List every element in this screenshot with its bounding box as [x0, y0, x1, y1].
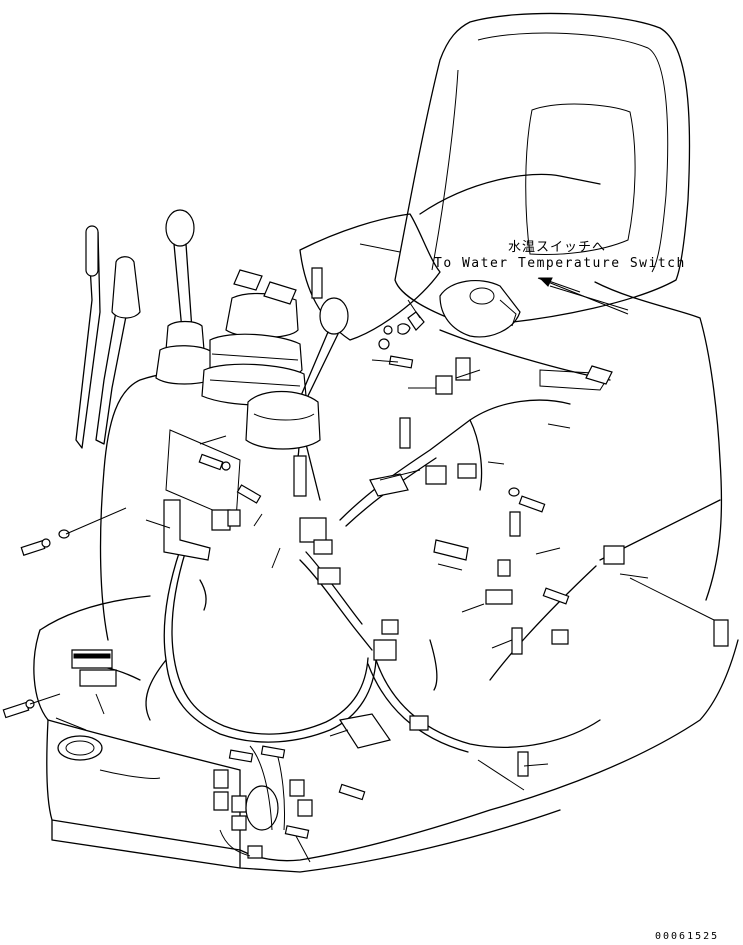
temperature-switch-unit	[379, 281, 520, 349]
bolt	[237, 485, 260, 503]
seat-back	[395, 13, 690, 326]
seat-cushion	[300, 174, 721, 600]
bolt	[199, 454, 230, 470]
bolt	[21, 539, 50, 555]
fasteners	[3, 356, 568, 838]
bolt	[510, 512, 520, 536]
bolt	[3, 700, 34, 718]
washer	[509, 488, 519, 496]
bolt	[285, 826, 308, 838]
levers	[76, 210, 348, 449]
wiring-harness	[80, 400, 720, 752]
drawing-number: 00061525	[655, 931, 720, 942]
bolt	[543, 588, 568, 604]
annotation-japanese: 水温スイッチへ	[508, 240, 607, 255]
bolt	[519, 496, 544, 512]
bolt	[339, 784, 364, 799]
bolt	[518, 752, 528, 776]
bolt	[512, 628, 522, 654]
annotation-english: To Water Temperature Switch	[434, 256, 686, 271]
connectors	[72, 358, 728, 730]
console-frame	[34, 596, 738, 872]
brackets	[164, 268, 612, 748]
washer	[59, 530, 69, 538]
bolt	[229, 750, 252, 762]
lower-components	[214, 746, 312, 858]
bolt	[261, 746, 284, 758]
bolt	[389, 356, 412, 368]
leader-lines	[30, 278, 714, 862]
